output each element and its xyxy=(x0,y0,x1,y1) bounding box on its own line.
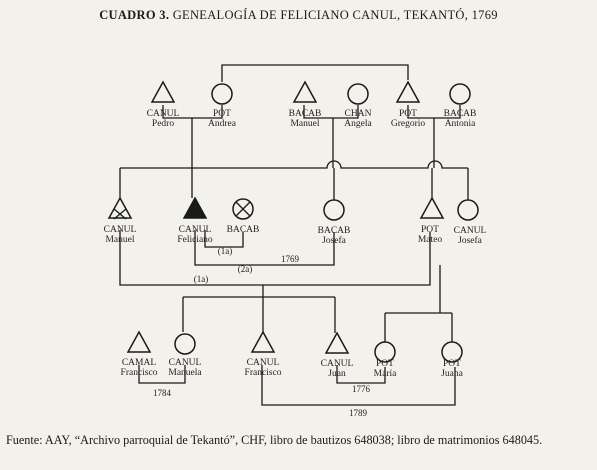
canul-francisco-symbol xyxy=(250,330,276,353)
canul-josefa-symbol xyxy=(457,199,479,221)
marriage-year-label: 1789 xyxy=(349,408,368,418)
person-given-name: Francisco xyxy=(245,368,282,378)
person-given-name: Juan xyxy=(328,369,346,379)
person-surname: BACAB xyxy=(227,225,260,235)
person-surname: CANUL xyxy=(104,225,137,235)
person-given-name: Pedro xyxy=(152,119,174,129)
bacab-josefa-symbol xyxy=(323,199,345,221)
person-surname: POT xyxy=(213,109,231,119)
figure-title: CUADRO 3. GENEALOGÍA DE FELICIANO CANUL,… xyxy=(0,8,597,23)
person-given-name: Manuel xyxy=(290,119,319,129)
marriage-line xyxy=(204,230,244,248)
deceased-mark xyxy=(113,208,127,220)
camal-francisco-symbol xyxy=(126,330,152,353)
person-surname: CANUL xyxy=(247,358,280,368)
person-given-name: Andrea xyxy=(208,119,237,129)
link-line xyxy=(221,64,409,82)
marriage-labels: (1a) (2a) 1769 (1a) 1784 1776 1789 xyxy=(153,246,371,418)
pot-mateo-symbol xyxy=(419,196,445,219)
person-given-name: Josefa xyxy=(458,235,483,246)
marriage-year-label: 1776 xyxy=(352,384,371,394)
marriage-line xyxy=(336,365,386,384)
person-given-name: María xyxy=(374,369,397,379)
person-surname: CAMAL xyxy=(122,358,157,368)
canul-pedro-symbol xyxy=(150,80,176,103)
person-surname: CANUL xyxy=(454,226,487,236)
person-surname: POT xyxy=(376,359,394,369)
canul-manuel-symbol xyxy=(107,196,133,219)
marriage-line xyxy=(303,105,359,119)
person-surname: CANUL xyxy=(169,358,202,368)
person-surname: BACAB xyxy=(444,109,477,119)
marriage-line xyxy=(119,230,431,286)
bacab-symbol xyxy=(232,198,254,220)
person-symbols xyxy=(107,80,479,363)
sibling-line xyxy=(313,160,468,169)
person-given-name: Angela xyxy=(344,119,372,129)
sibling-line xyxy=(182,296,336,333)
chan-angela-symbol xyxy=(347,83,369,105)
bacab-antonia-symbol xyxy=(449,83,471,105)
figure-title-text: GENEALOGÍA DE FELICIANO CANUL, TEKANTÓ, … xyxy=(172,8,498,22)
person-surname: BACAB xyxy=(289,109,322,119)
kinship-lines xyxy=(119,64,469,406)
person-labels: CANUL Pedro POT Andrea BACAB Manuel CHAN… xyxy=(104,109,487,379)
bacab-manuel-symbol xyxy=(292,80,318,103)
person-surname: CHAN xyxy=(345,109,372,119)
person-surname: POT xyxy=(443,359,461,369)
person-given-name: Feliciano xyxy=(177,235,213,245)
person-surname: POT xyxy=(399,109,417,119)
figure-label: CUADRO 3. xyxy=(99,8,170,22)
person-given-name: Gregorio xyxy=(391,119,426,129)
person-given-name: Manuela xyxy=(168,368,202,378)
person-given-name: Mateo xyxy=(418,235,443,245)
canul-feliciano-symbol xyxy=(182,196,208,219)
marriage-order-label: (1a) xyxy=(218,246,233,256)
pot-gregorio-symbol xyxy=(395,80,421,103)
descent-line xyxy=(431,168,469,200)
marriage-order-label: (1a) xyxy=(194,274,209,284)
marriage-year-label: 1784 xyxy=(153,388,172,398)
pot-juana-symbol xyxy=(441,341,463,363)
marriage-line xyxy=(261,365,456,406)
person-given-name: Manuel xyxy=(105,235,134,245)
person-surname: CANUL xyxy=(179,225,212,235)
source-note: Fuente: AAY, “Archivo parroquial de Teka… xyxy=(6,433,543,447)
sibling-line xyxy=(119,167,313,198)
person-surname: BACAB xyxy=(318,226,351,236)
deceased-mark xyxy=(235,201,251,217)
marriage-order-label: (2a) xyxy=(238,264,253,274)
person-surname: CANUL xyxy=(321,359,354,369)
marriage-line xyxy=(194,230,335,266)
canul-manuela-symbol xyxy=(174,333,196,355)
canul-juan-symbol xyxy=(324,331,350,354)
person-surname: CANUL xyxy=(147,109,180,119)
marriage-line xyxy=(138,365,186,384)
person-given-name: Antonia xyxy=(445,119,476,129)
sibling-line xyxy=(384,312,453,342)
marriage-year-label: 1769 xyxy=(281,254,300,264)
person-given-name: Josefa xyxy=(322,235,347,246)
person-given-name: Juana xyxy=(441,369,463,379)
person-given-name: Francisco xyxy=(121,368,158,378)
pot-maria-symbol xyxy=(374,341,396,363)
genealogy-diagram: CANUL Pedro POT Andrea BACAB Manuel CHAN… xyxy=(104,64,487,418)
pot-andrea-symbol xyxy=(211,83,233,105)
person-surname: POT xyxy=(421,225,439,235)
